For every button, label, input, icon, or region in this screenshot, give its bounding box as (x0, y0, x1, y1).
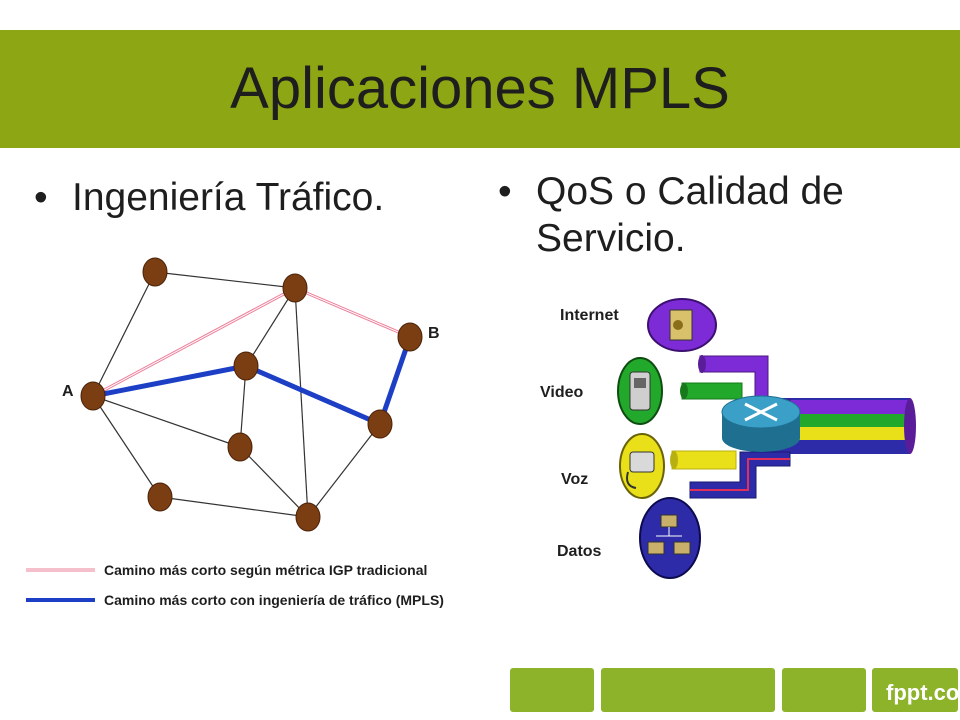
internet-icon (647, 298, 717, 352)
pipe-video (681, 382, 743, 400)
mpls-path-line (92, 336, 413, 428)
legend: Camino más corto según métrica IGP tradi… (26, 562, 444, 608)
network-nodes (80, 257, 423, 532)
legend-mpls-label: Camino más corto con ingeniería de tráfi… (104, 592, 444, 608)
igp-path (92, 286, 411, 398)
link (154, 271, 296, 289)
link (92, 271, 156, 397)
link (92, 395, 241, 448)
qos-label-datos: Datos (557, 543, 602, 560)
igp-path-line (92, 286, 411, 398)
node-a-label: A (62, 383, 74, 400)
router-node (233, 351, 259, 381)
pipe-voz-cap (670, 451, 678, 469)
telephone-icon (619, 433, 665, 499)
pipe-datos-stripe (690, 458, 790, 491)
router-node (367, 409, 393, 439)
trunk-band-datos (760, 440, 910, 452)
link (245, 287, 296, 367)
qos-diagram: Internet Video Voz Datos (540, 298, 916, 579)
title-bar: Aplicaciones MPLS (0, 30, 960, 148)
pipe-datos (689, 451, 791, 499)
mpls-path (92, 336, 413, 428)
router-node (142, 257, 168, 287)
bullet-traffic-engineering: • Ingeniería Tráfico. (34, 174, 454, 224)
pipe-video-cap (680, 383, 688, 399)
footer-bar (782, 668, 866, 712)
link (307, 423, 381, 518)
slide-title: Aplicaciones MPLS (230, 56, 730, 121)
router-arrows-icon (744, 402, 778, 422)
bullet-text: Ingeniería Tráfico. (72, 176, 385, 219)
router-node (282, 273, 308, 303)
bullet-text-line2: Servicio. (536, 217, 686, 260)
pipe-voz (671, 450, 737, 470)
router-node (295, 502, 321, 532)
router-icon (721, 395, 801, 452)
footer-bar (872, 668, 958, 712)
router-node (227, 432, 253, 462)
network-diagram: A B Camino más corto según métrica IGP t… (26, 257, 444, 608)
router-node-b (397, 322, 423, 352)
footer-bar (601, 668, 775, 712)
node-b-label: B (428, 325, 440, 342)
pipe-internet-cap (698, 355, 706, 373)
router-node (147, 482, 173, 512)
bullet-qos: • QoS o Calidad de Servicio. (498, 168, 918, 268)
footer-bar (510, 668, 594, 712)
bullet-dot: • (498, 170, 512, 213)
qos-label-internet: Internet (560, 307, 619, 324)
trunk-end-cap (904, 398, 916, 454)
igp-path-highlight (92, 287, 411, 397)
data-network-icon (639, 497, 701, 579)
link (92, 395, 161, 498)
video-camera-icon (617, 357, 663, 425)
bullet-dot: • (34, 176, 48, 219)
qos-label-video: Video (540, 384, 584, 401)
bullet-text-line1: QoS o Calidad de (536, 170, 844, 213)
inbound-pipes (670, 355, 791, 499)
link (239, 446, 309, 518)
qos-label-voz: Voz (561, 471, 588, 488)
router-base (722, 424, 800, 452)
router-node-a (80, 381, 106, 411)
network-links (92, 271, 381, 518)
link (159, 496, 309, 518)
link (294, 287, 309, 518)
legend-igp-label: Camino más corto según métrica IGP tradi… (104, 562, 427, 578)
brand-logo-text: fppt.com (886, 680, 960, 705)
